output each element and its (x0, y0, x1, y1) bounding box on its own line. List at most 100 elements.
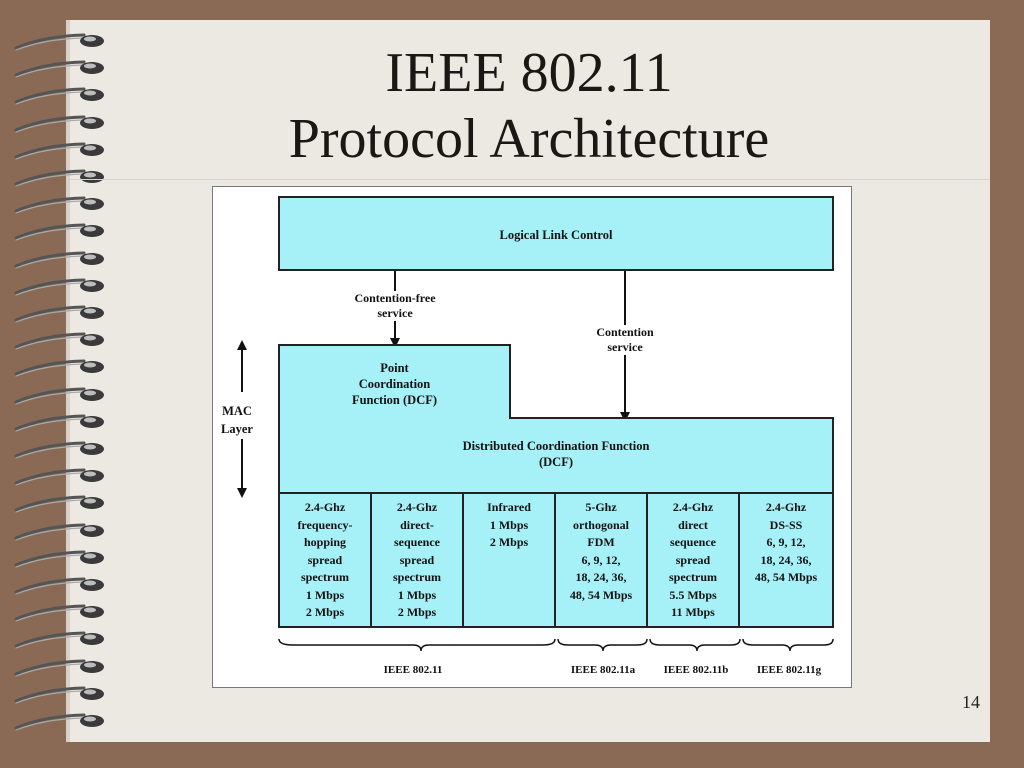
phy-cell-line: 2 Mbps (397, 605, 437, 619)
phy-cell-line: sequence (670, 535, 716, 549)
contention-label: Contention service (575, 325, 675, 355)
phy-cell-line: spectrum (393, 570, 441, 584)
contention-free-line-2: service (377, 306, 413, 320)
standard-ieee-80211a: IEEE 802.11a (570, 664, 636, 676)
spiral-ring (14, 409, 106, 439)
mac-layer-line-2: Layer (221, 422, 253, 436)
phy-cell-line: spread (399, 552, 435, 567)
spiral-ring (14, 626, 106, 656)
phy-cell-line: 2.4-Ghz (304, 500, 346, 514)
spiral-ring (14, 218, 106, 248)
protocol-architecture-diagram: Logical Link Control Contention-free ser… (212, 186, 852, 688)
phy-layer-row: 2.4-Ghz frequency-hopping spread spectrum 1 … (280, 494, 832, 626)
phy-cell-line: hopping (303, 535, 347, 549)
spiral-ring (14, 490, 106, 520)
spiral-ring (14, 137, 106, 167)
title-divider (68, 179, 990, 180)
standard-ieee-80211b: IEEE 802.11b (663, 664, 729, 676)
dcf-line-2: (DCF) (538, 455, 573, 469)
spiral-ring (14, 354, 106, 384)
pcf-line-2: Coordination (358, 377, 431, 391)
phy-cell: 2.4-Ghz direct-sequence spread spectrum 1 Mb… (372, 494, 464, 626)
spiral-ring (14, 681, 106, 711)
page-number: 14 (962, 692, 980, 712)
phy-cell-line: 2 Mbps (305, 605, 345, 619)
contention-free-line-1: Contention-free (354, 291, 436, 305)
spiral-ring (14, 708, 106, 738)
standard-ieee-80211g: IEEE 802.11g (756, 664, 822, 676)
spiral-ring (14, 382, 106, 412)
spiral-ring (14, 246, 106, 276)
phy-cell-line: 2.4-Ghz (672, 500, 714, 514)
brace-ieee-80211 (278, 638, 556, 652)
phy-cell-line: DS-SS (769, 517, 803, 532)
phy-cell-line: 5-Ghz (585, 500, 617, 514)
phy-cell-line: 18, 24, 36, (575, 570, 627, 584)
spiral-ring (14, 463, 106, 493)
phy-cell: 2.4-Ghz direct sequence spread spectrum 5.5 M… (648, 494, 740, 626)
pcf-box: Point Coordination Function (DCF) (278, 344, 511, 419)
spiral-ring (14, 654, 106, 684)
dcf-line-1: Distributed Coordination Function (462, 439, 650, 453)
phy-cell-line: direct (678, 517, 708, 532)
spiral-ring (14, 110, 106, 140)
phy-cell-line: 48, 54 Mbps (569, 587, 633, 602)
phy-cell-line: FDM (587, 535, 615, 549)
phy-cell-line: 5.5 Mbps (669, 587, 717, 602)
phy-cell: Infrared 1 Mbps 2 Mbps (464, 494, 556, 626)
dcf-box: Distributed Coordination Function (DCF) … (278, 417, 834, 628)
brace-ieee-80211b (649, 638, 741, 652)
phy-cell-line: 48, 54 Mbps (754, 570, 818, 584)
mac-layer-label: MAC Layer (213, 402, 261, 438)
contention-line-2: service (607, 340, 643, 354)
phy-cell-line: spectrum (669, 570, 717, 584)
phy-cell-line: 1 Mbps (305, 587, 345, 602)
title-line-1: IEEE 802.11 (385, 42, 673, 104)
spiral-ring (14, 572, 106, 602)
phy-cell-line: 6, 9, 12, (766, 535, 806, 549)
pcf-line-3: Function (DCF) (351, 393, 438, 407)
phy-cell-line: spread (675, 552, 711, 567)
brace-ieee-80211g (742, 638, 834, 652)
spiral-ring (14, 55, 106, 85)
contention-free-label: Contention-free service (335, 291, 455, 321)
phy-cell-line: 2.4-Ghz (765, 500, 807, 514)
slide-title: IEEE 802.11 Protocol Architecture (68, 40, 990, 172)
phy-cell-line: 18, 24, 36, (760, 552, 812, 567)
phy-cell-line: 2 Mbps (489, 535, 529, 549)
brace-ieee-80211a (557, 638, 648, 652)
phy-cell-line: 1 Mbps (397, 587, 437, 602)
phy-cell-line: 2.4-Ghz (396, 500, 438, 514)
title-line-2: Protocol Architecture (288, 108, 770, 170)
phy-cell-line: 6, 9, 12, (581, 552, 621, 567)
phy-cell-line: 1 Mbps (489, 517, 529, 532)
spiral-ring (14, 599, 106, 629)
spiral-ring (14, 28, 106, 58)
standard-ieee-80211: IEEE 802.11 (383, 664, 443, 676)
mac-layer-line-1: MAC (222, 404, 252, 418)
spiral-ring (14, 191, 106, 221)
llc-label: Logical Link Control (499, 228, 613, 242)
phy-cell-line: Infrared (487, 500, 531, 514)
spiral-ring (14, 300, 106, 330)
contention-line-1: Contention (596, 325, 654, 339)
spiral-ring (14, 164, 106, 194)
diagram-connectors (237, 271, 834, 652)
phy-cell-line: sequence (394, 535, 440, 549)
spine-shadow (66, 20, 70, 742)
phy-cell-line: 11 Mbps (671, 605, 715, 619)
spiral-ring (14, 436, 106, 466)
spiral-ring (14, 545, 106, 575)
phy-cell-line: direct- (400, 517, 434, 532)
pcf-line-1: Point (380, 361, 409, 375)
spiral-ring (14, 82, 106, 112)
phy-cell: 2.4-Ghz frequency-hopping spread spectrum 1 … (280, 494, 372, 626)
spiral-ring (14, 273, 106, 303)
phy-cell-line: spectrum (301, 570, 349, 584)
llc-box: Logical Link Control (278, 196, 834, 271)
phy-cell-line: frequency- (297, 517, 353, 532)
phy-cell-line: spread (307, 552, 343, 567)
spiral-ring (14, 327, 106, 357)
